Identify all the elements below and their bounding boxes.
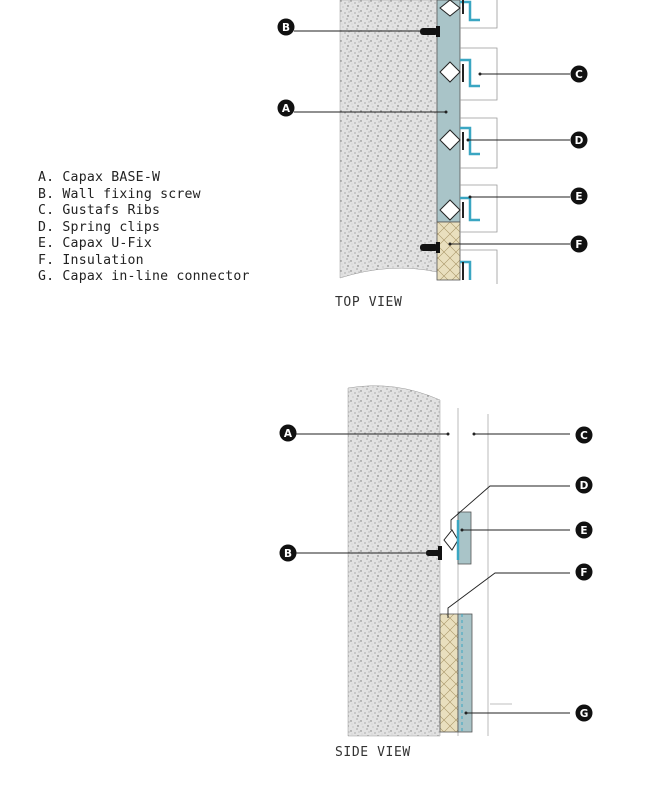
top-rib-outline-4 [460, 249, 498, 284]
side-leader-dots [446, 432, 476, 715]
svg-text:F: F [575, 239, 582, 251]
side-spring-clip [443, 529, 459, 551]
legend: A. Capax BASE-W B. Wall fixing screw C. … [38, 170, 250, 286]
side-callout-a: A [279, 424, 297, 442]
top-spring-clips [439, 0, 461, 221]
svg-text:C: C [575, 69, 583, 81]
svg-text:B: B [282, 22, 290, 34]
legend-item-a: A. Capax BASE-W [38, 170, 161, 185]
svg-text:A: A [282, 103, 291, 115]
side-concrete-wall [347, 385, 441, 737]
top-leader-dots [444, 72, 482, 246]
top-callout-e: E [570, 187, 588, 205]
svg-text:A: A [284, 428, 293, 440]
top-callout-f: F [570, 235, 588, 253]
side-view: A C D E B F G [279, 385, 593, 737]
svg-text:D: D [575, 135, 584, 147]
top-view: B A C D E F [277, 0, 588, 284]
top-view-title: TOP VIEW [335, 295, 403, 310]
side-leader-lines [296, 433, 570, 714]
legend-item-c: C. Gustafs Ribs [38, 203, 161, 218]
side-callout-e: E [575, 521, 593, 539]
svg-text:G: G [580, 708, 589, 720]
top-u-fix-profiles [460, 0, 480, 280]
legend-item-d: D. Spring clips [38, 219, 161, 235]
side-callout-g: G [575, 704, 593, 722]
svg-text:C: C [580, 430, 588, 442]
side-callout-d: D [575, 476, 593, 494]
top-rib-outline-2 [460, 117, 498, 169]
top-leader-lines [294, 30, 570, 245]
side-insulation [439, 613, 459, 733]
side-callout-b: B [279, 544, 297, 562]
side-view-title: SIDE VIEW [335, 745, 411, 760]
top-callout-b: B [277, 18, 295, 36]
top-callout-c: C [570, 65, 588, 83]
svg-text:F: F [580, 567, 587, 579]
side-callout-c: C [575, 426, 593, 444]
side-in-line-connector [457, 613, 473, 733]
legend-item-f: F. Insulation [38, 252, 144, 268]
svg-text:D: D [580, 480, 589, 492]
svg-text:E: E [580, 525, 587, 537]
top-concrete-wall [339, 0, 438, 279]
top-insulation [436, 221, 461, 281]
top-callout-d: D [570, 131, 588, 149]
side-u-fix [457, 511, 472, 565]
svg-text:E: E [575, 191, 582, 203]
top-base-panel [436, 0, 461, 223]
side-callout-f: F [575, 563, 593, 581]
legend-item-g: G. Capax in-line connector [38, 269, 250, 284]
legend-item-b: B. Wall fixing screw [38, 186, 201, 202]
top-rib-outline-3 [460, 184, 498, 233]
side-wall-screw [426, 546, 442, 560]
svg-text:B: B [284, 548, 292, 560]
top-wall-screws [420, 26, 440, 253]
top-callout-a: A [277, 99, 295, 117]
top-rib-outline-0 [460, 0, 498, 29]
legend-item-e: E. Capax U-Fix [38, 236, 152, 251]
